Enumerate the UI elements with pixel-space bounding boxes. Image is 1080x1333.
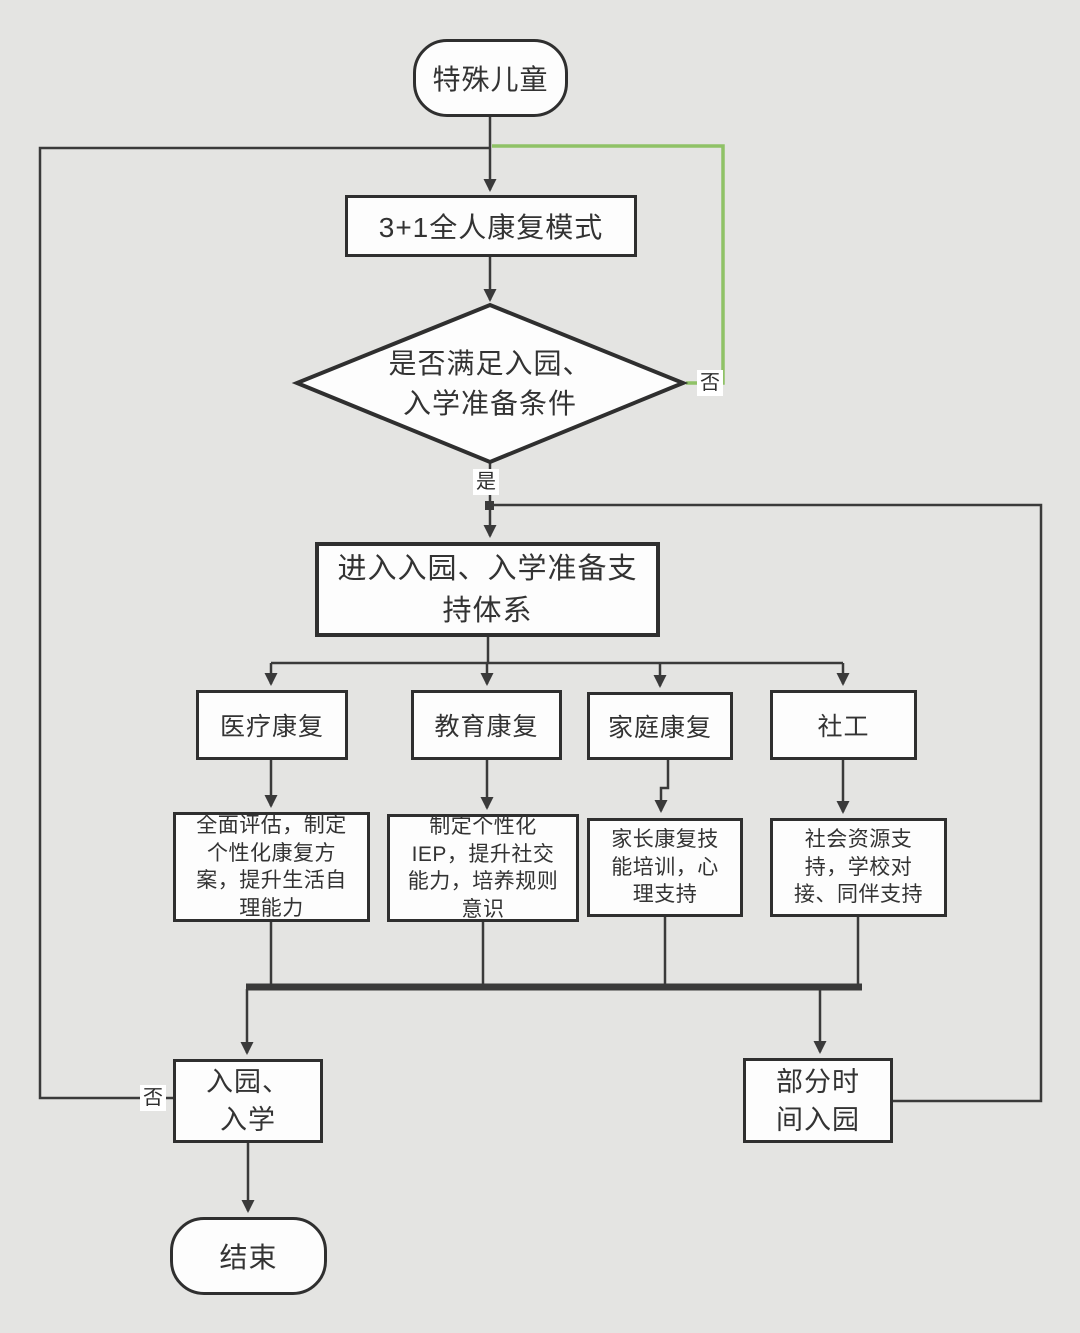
node-medical-rehab: 医疗康复 — [196, 690, 348, 760]
node-decision-label: 是否满足入园、 入学准备条件 — [388, 348, 592, 419]
node-start: 特殊儿童 — [413, 39, 568, 117]
node-end: 结束 — [170, 1217, 327, 1295]
node-family-detail: 家长康复技 能培训，心 理支持 — [587, 818, 743, 917]
node-enroll: 入园、 入学 — [173, 1059, 323, 1143]
edge-partial-loop — [492, 503, 1043, 1103]
edge-label-yes: 是 — [473, 469, 499, 495]
node-support-system: 进入入园、入学准备支 持体系 — [315, 542, 660, 637]
node-family-rehab: 家庭康复 — [587, 692, 733, 760]
junction-dot — [485, 501, 494, 510]
node-medical-detail: 全面评估，制定 个性化康复方 案，提升生活自 理能力 — [173, 812, 370, 922]
node-partial-time: 部分时 间入园 — [743, 1058, 893, 1143]
node-social-work: 社工 — [770, 690, 917, 760]
edge-family-detail — [654, 760, 670, 813]
edge-enroll-no-loop — [38, 146, 489, 1100]
node-social-detail: 社会资源支 持，学校对 接、同伴支持 — [770, 818, 947, 917]
node-education-detail: 制定个性化 IEP，提升社交 能力，培养规则 意识 — [387, 814, 579, 922]
edge-label-no-enroll: 否 — [140, 1085, 166, 1111]
decision-diamond — [291, 302, 689, 465]
node-model: 3+1全人康复模式 — [345, 195, 637, 257]
node-education-rehab: 教育康复 — [411, 690, 562, 760]
edge-label-no-decision: 否 — [697, 370, 723, 396]
